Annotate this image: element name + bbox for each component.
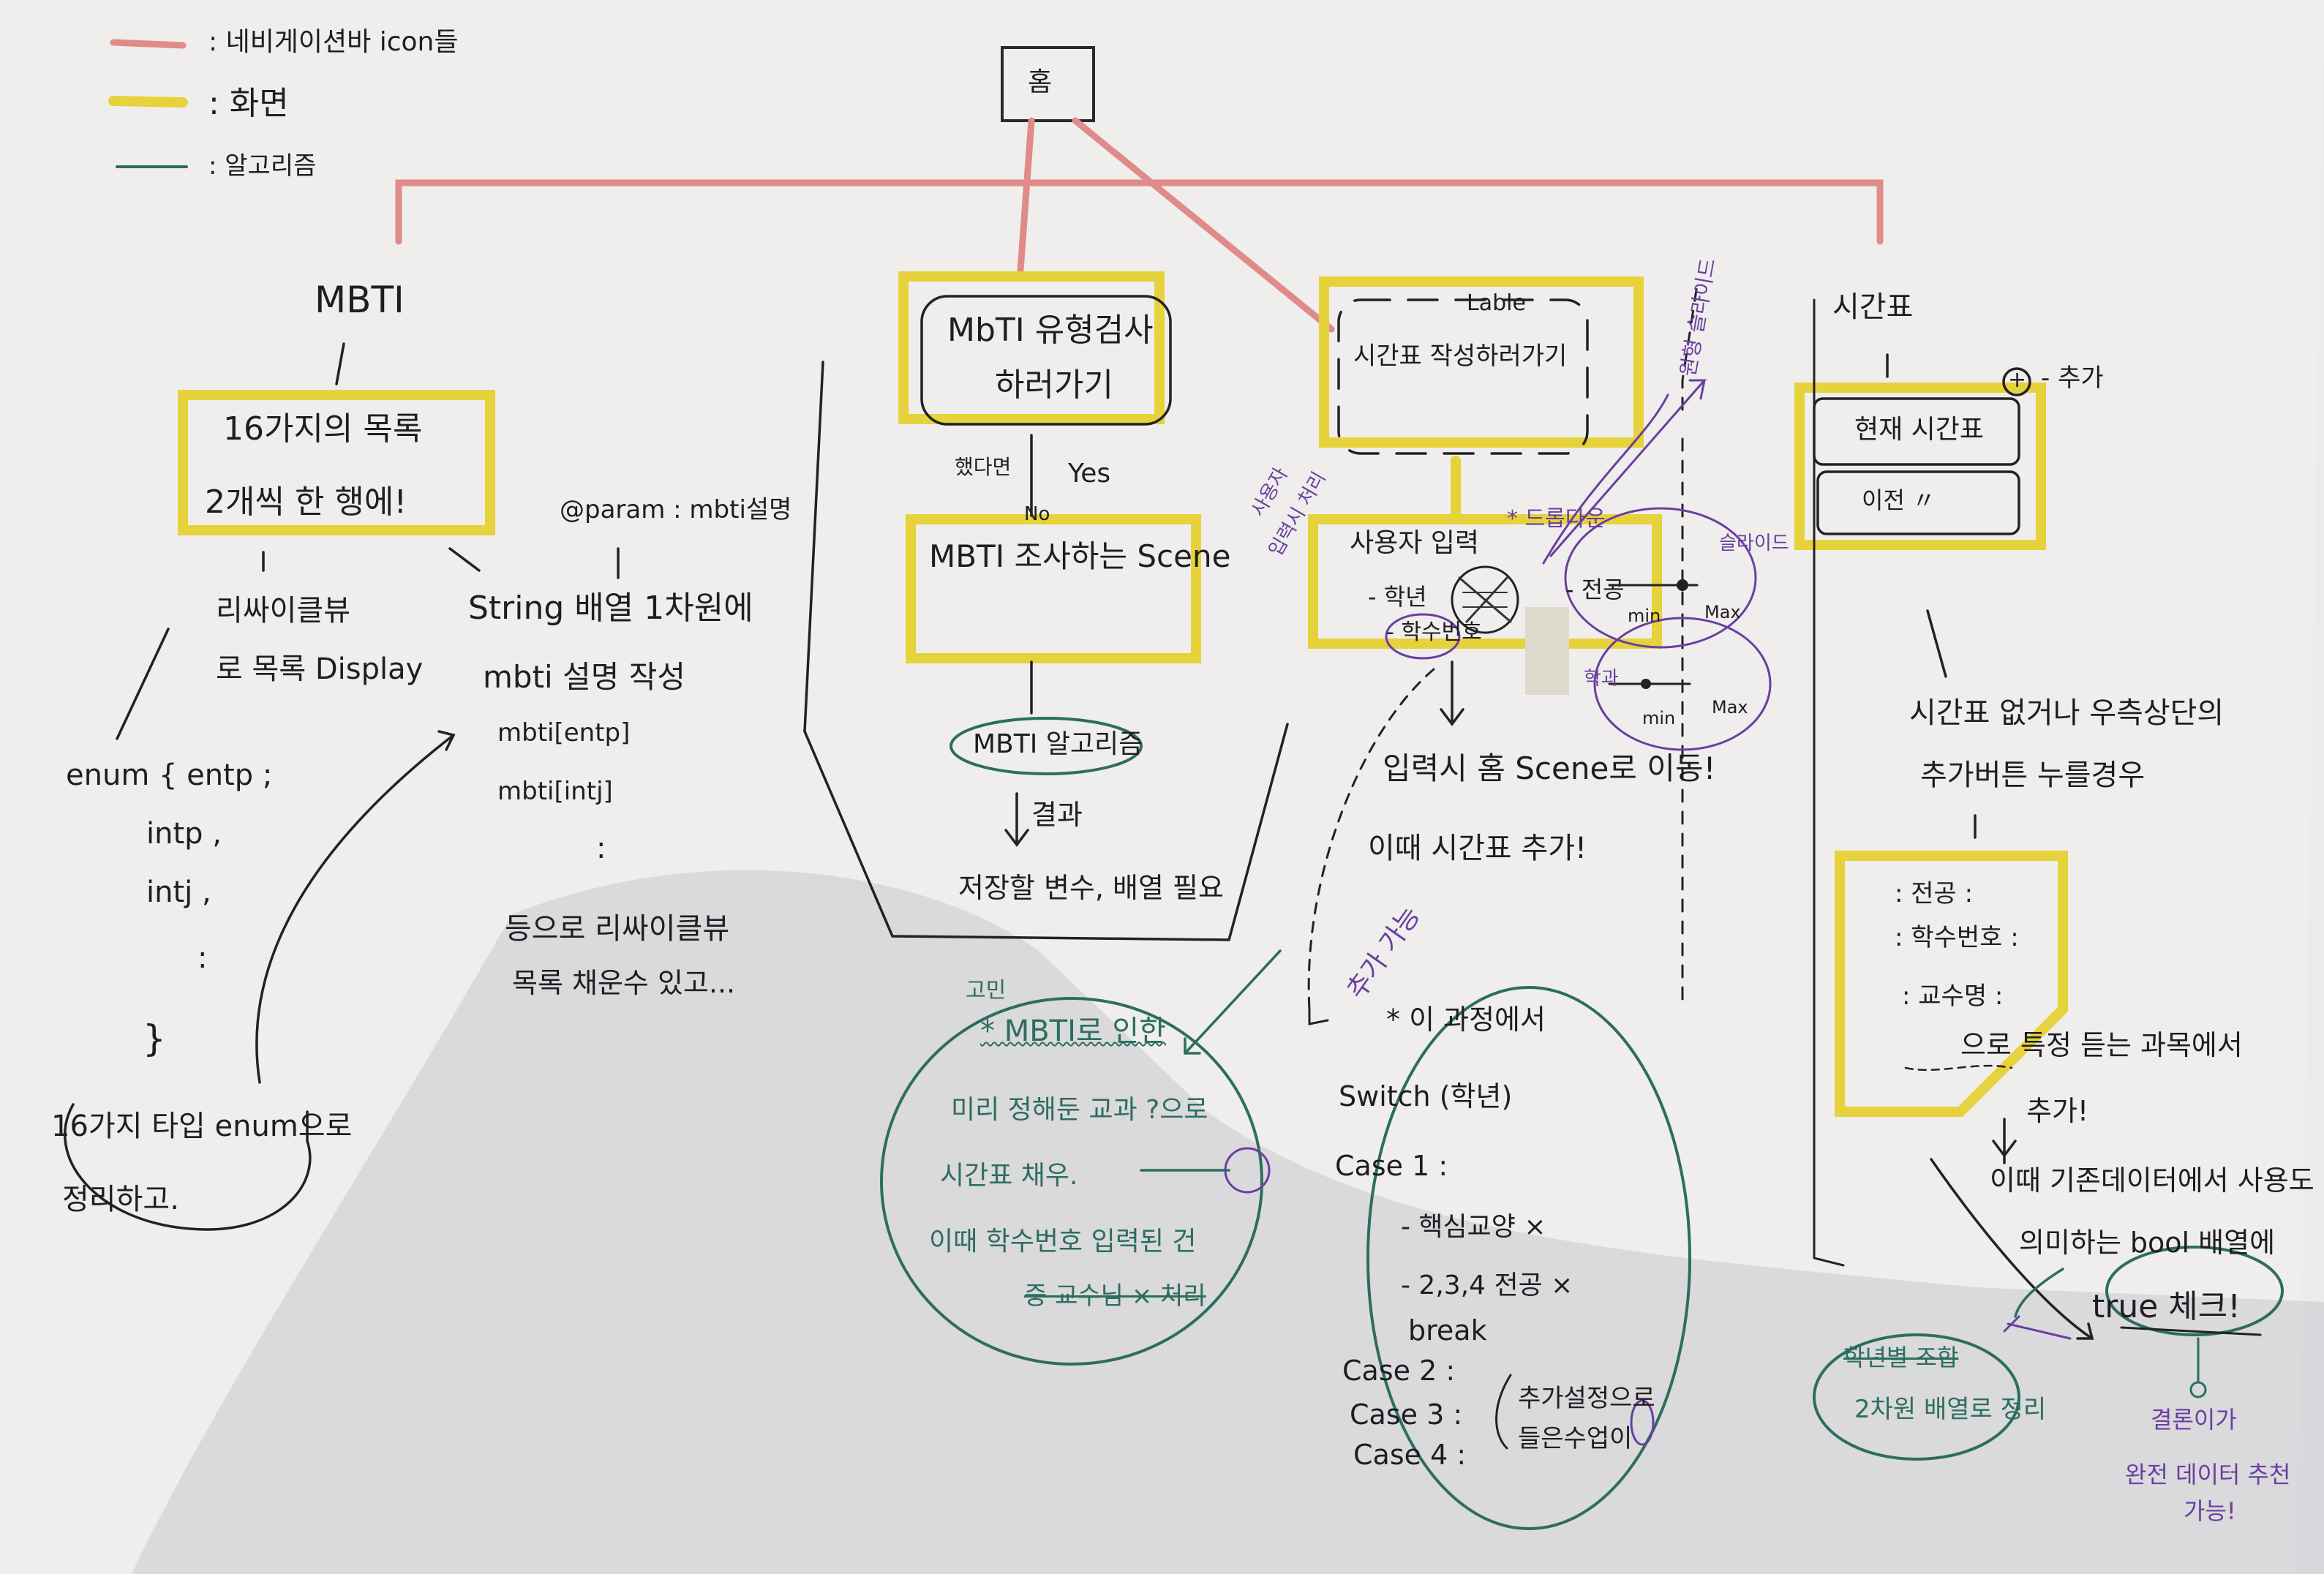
mbti-box-line-1: 16가지의 목록 (223, 413, 422, 445)
enum-note-1: 16가지 타입 enum으로 (51, 1112, 352, 1141)
add-plus: + (2008, 369, 2026, 391)
process-line-8: Case 4 : (1353, 1441, 1466, 1469)
mbti-algorithm: MBTI 알고리즘 (973, 731, 1143, 758)
go-home-note: 입력시 홈 Scene로 이동! (1383, 753, 1715, 784)
go-mbti-2: 하러가기 (995, 369, 1113, 402)
mbti-box-line-2: 2개씩 한 행에! (205, 486, 407, 519)
green-circle-4: 중 교수님 × 처리 (1024, 1284, 1206, 1308)
process-line-2: Case 1 : (1335, 1152, 1448, 1180)
slide-note: 슬라이드 (1719, 534, 1789, 553)
process-note-2: 들은수업이 (1518, 1426, 1632, 1451)
result-line-2: 완전 데이터 추천 (2125, 1463, 2290, 1486)
green-circle-2: 시간표 채우. (940, 1163, 1078, 1189)
process-line-6: Case 2 : (1342, 1357, 1455, 1385)
green-circle-3: 이때 학수번호 입력된 건 (929, 1229, 1197, 1255)
timetable-title: 시간표 (1832, 293, 1913, 322)
timetable-row-previous: 이전 〃 (1862, 489, 1936, 512)
timetable-row-current: 현재 시간표 (1854, 417, 1984, 443)
enum-line-2: intp , (146, 819, 222, 848)
user-input-major: - 전공 (1565, 578, 1625, 601)
form-course-no: : 학수번호 : (1895, 925, 2019, 950)
go-timetable-small: Lable (1467, 293, 1526, 315)
yes-label: Yes (1068, 461, 1110, 487)
enum-line-4: : (198, 944, 207, 973)
slider-max-1: Max (1704, 603, 1741, 621)
add-timetable-note: 이때 시간표 추가! (1368, 834, 1587, 863)
process-note-1: 추가설정으로 (1518, 1386, 1655, 1411)
circle-note-1: 학년별 조합 (1843, 1346, 1958, 1369)
mbti-left-note-2: 로 목록 Display (216, 655, 423, 684)
mbti-string-7: 목록 채운수 있고... (512, 969, 735, 997)
already-done: 했다면 (955, 457, 1011, 478)
slider-max-2: Max (1712, 698, 1748, 716)
go-mbti-1: MbTI 유형검사 (947, 315, 1154, 347)
dropdown-note: * 드롭다운 (1507, 508, 1606, 530)
mbti-title: MBTI (315, 282, 405, 318)
add-plus-note: - 추가 (2041, 366, 2104, 391)
no-label: No (1024, 505, 1050, 524)
mbti-string-6: 등으로 리싸이클뷰 (505, 914, 729, 944)
green-circle-1: 미리 정해둔 교과 ?으로 (951, 1097, 1208, 1123)
user-input-title: 사용자 입력 (1350, 530, 1479, 557)
survey-scene: MBTI 조사하는 Scene (929, 541, 1230, 572)
home-label: 홈 (1028, 69, 1052, 96)
bottom-note-3: 이때 기존데이터에서 사용도 (1990, 1167, 2314, 1194)
result-line-3: 가능! (2184, 1499, 2236, 1523)
slider-min-2: min (1642, 709, 1675, 727)
process-line-7: Case 3 : (1350, 1401, 1462, 1428)
mbti-string-2: mbti 설명 작성 (483, 662, 685, 693)
enum-note-2: 정리하고. (62, 1185, 179, 1214)
bottom-note-1: 으로 특정 듣는 과목에서 (1960, 1031, 2243, 1059)
green-circle-title: * MBTI로 인한 (980, 1017, 1166, 1046)
enum-line-5: } (143, 1020, 166, 1057)
legend-nav: : 네비게이션바 icon들 (208, 29, 459, 56)
major-pick: 학과 (1584, 669, 1619, 688)
no-timetable-1: 시간표 없거나 우측상단의 (1909, 698, 2224, 728)
mbti-left-note-1: 리싸이클뷰 (216, 596, 350, 625)
process-line-4: - 2,3,4 전공 × (1401, 1273, 1573, 1299)
mbti-string-1: String 배열 1차원에 (468, 592, 753, 625)
enum-line-3: intj , (146, 878, 211, 907)
circle-note-2: 2차원 배열로 정리 (1854, 1397, 2046, 1422)
bottom-note-2: 추가! (2026, 1097, 2088, 1125)
bottom-note-5: true 체크! (2092, 1291, 2241, 1323)
user-input-item-2: - 학수번호 (1386, 622, 1482, 644)
result-note: 저장할 변수, 배열 필요 (958, 874, 1224, 902)
process-line-1: Switch (학년) (1339, 1082, 1512, 1110)
mbti-param: @param : mbti설명 (560, 497, 791, 522)
green-circle-tag: 고민 (966, 980, 1006, 1002)
form-major: : 전공 : (1895, 881, 1973, 906)
mbti-string-5: : (596, 834, 606, 863)
result-line-1: 결론이가 (2151, 1408, 2237, 1431)
form-professor: : 교수명 : (1902, 984, 2003, 1009)
slider-min-1: min (1628, 607, 1661, 625)
no-timetable-2: 추가버튼 누를경우 (1920, 761, 2145, 790)
legend-screen: : 화면 (208, 88, 289, 120)
mbti-string-3: mbti[entp] (497, 720, 630, 745)
enum-line-1: enum { entp ; (66, 761, 272, 790)
go-timetable: 시간표 작성하러가기 (1353, 344, 1567, 369)
result-label: 결과 (1031, 801, 1083, 829)
process-title: * 이 과정에서 (1386, 1006, 1546, 1033)
user-input-item-1: - 학년 (1368, 585, 1427, 609)
process-line-3: - 핵심교양 × (1401, 1214, 1546, 1240)
bottom-note-4: 의미하는 bool 배열에 (2019, 1229, 2275, 1257)
mbti-string-4: mbti[intj] (497, 779, 613, 804)
process-line-5: break (1408, 1317, 1487, 1344)
legend-algorithm: : 알고리즘 (208, 154, 316, 178)
